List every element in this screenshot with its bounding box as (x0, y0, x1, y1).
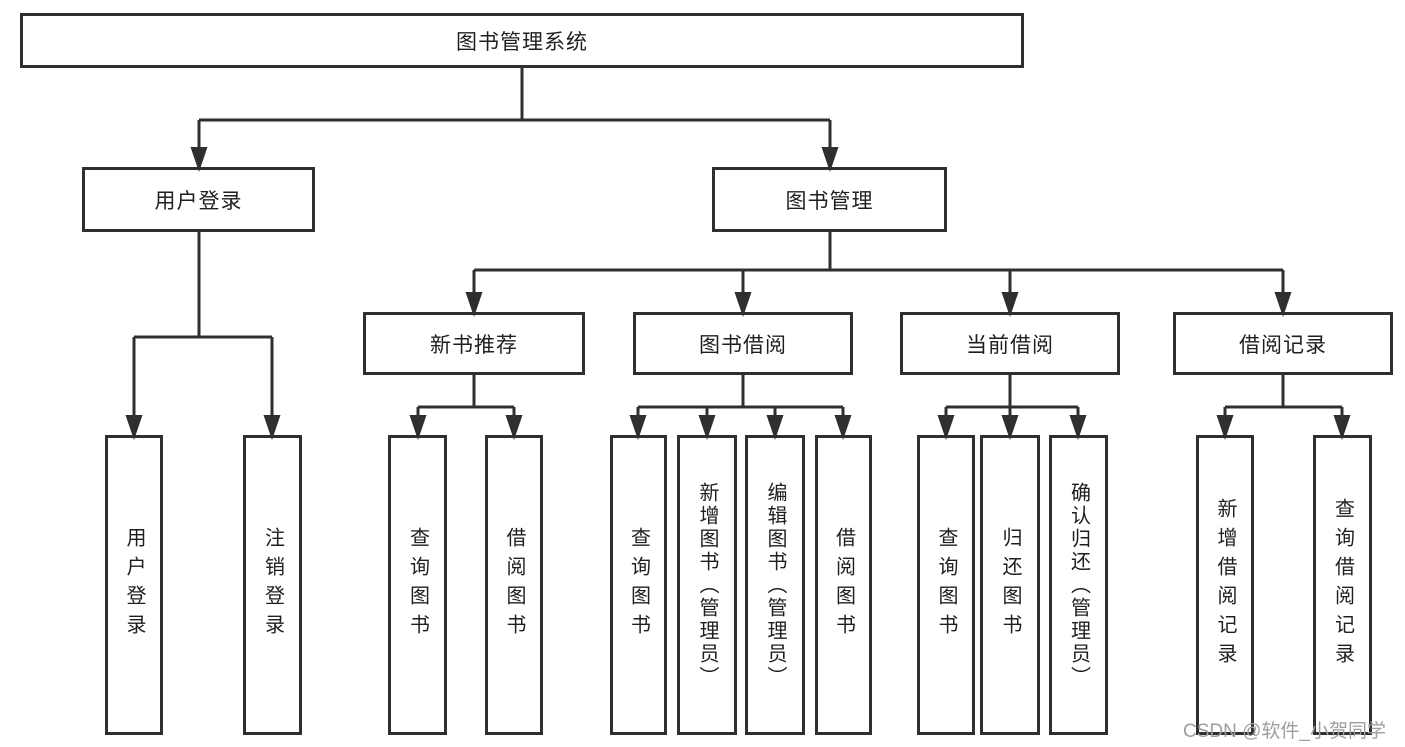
leaf-user-login-label: 用户登录 (123, 527, 145, 643)
connector-book-management-split (465, 232, 1292, 317)
leaf-current-query: 查询图书 (917, 435, 975, 735)
leaf-borrow-add-admin-label: 新增图书（管理员） (696, 481, 718, 689)
node-book-management-label: 图书管理 (785, 189, 874, 213)
leaf-borrow-query-label: 查询图书 (627, 527, 650, 643)
leaf-records-add: 新增借阅记录 (1196, 435, 1254, 735)
leaf-new-books-borrow: 借阅图书 (485, 435, 543, 735)
leaf-borrow-borrow: 借阅图书 (815, 435, 872, 735)
node-new-books-label: 新书推荐 (430, 333, 518, 357)
leaf-current-query-label: 查询图书 (935, 527, 957, 643)
node-book-borrow-label: 图书借阅 (699, 333, 787, 357)
leaf-current-return: 归还图书 (980, 435, 1040, 735)
node-user-login: 用户登录 (82, 167, 315, 232)
node-borrow-records: 借阅记录 (1173, 312, 1393, 375)
connector-current-borrow-split (937, 375, 1087, 440)
leaf-borrow-edit-admin-label: 编辑图书（管理员） (764, 481, 786, 689)
leaf-new-books-query-label: 查询图书 (406, 527, 429, 643)
node-book-management: 图书管理 (712, 167, 947, 232)
node-book-borrow: 图书借阅 (633, 312, 853, 375)
node-current-borrow: 当前借阅 (900, 312, 1120, 375)
leaf-logout-label: 注销登录 (261, 527, 284, 643)
leaf-borrow-edit-admin: 编辑图书（管理员） (745, 435, 805, 735)
leaf-current-return-label: 归还图书 (999, 527, 1021, 643)
leaf-user-login: 用户登录 (105, 435, 163, 735)
node-root-system: 图书管理系统 (20, 13, 1024, 68)
leaf-borrow-borrow-label: 借阅图书 (832, 527, 855, 643)
leaf-new-books-borrow-label: 借阅图书 (503, 527, 525, 643)
node-new-books: 新书推荐 (363, 312, 585, 375)
leaf-borrow-query: 查询图书 (610, 435, 667, 735)
node-current-borrow-label: 当前借阅 (966, 333, 1054, 357)
connector-book-borrow-split (629, 375, 852, 440)
leaf-records-add-label: 新增借阅记录 (1214, 498, 1236, 672)
leaf-logout: 注销登录 (243, 435, 302, 735)
node-borrow-records-label: 借阅记录 (1239, 333, 1327, 357)
leaf-borrow-add-admin: 新增图书（管理员） (677, 435, 737, 735)
node-root-label: 图书管理系统 (456, 30, 588, 54)
leaf-current-confirm-admin-label: 确认归还（管理员） (1067, 481, 1090, 689)
leaf-new-books-query: 查询图书 (388, 435, 447, 735)
leaf-records-query-label: 查询借阅记录 (1331, 498, 1354, 672)
connector-user-login-split (125, 232, 281, 440)
leaf-records-query: 查询借阅记录 (1313, 435, 1372, 735)
connector-new-books-split (409, 375, 523, 440)
leaf-current-confirm-admin: 确认归还（管理员） (1049, 435, 1108, 735)
connector-root-split (190, 68, 839, 172)
csdn-watermark: CSDN @软件_小贺同学 (1183, 721, 1386, 742)
connector-borrow-records-split (1216, 375, 1351, 440)
node-user-login-label: 用户登录 (154, 189, 243, 213)
